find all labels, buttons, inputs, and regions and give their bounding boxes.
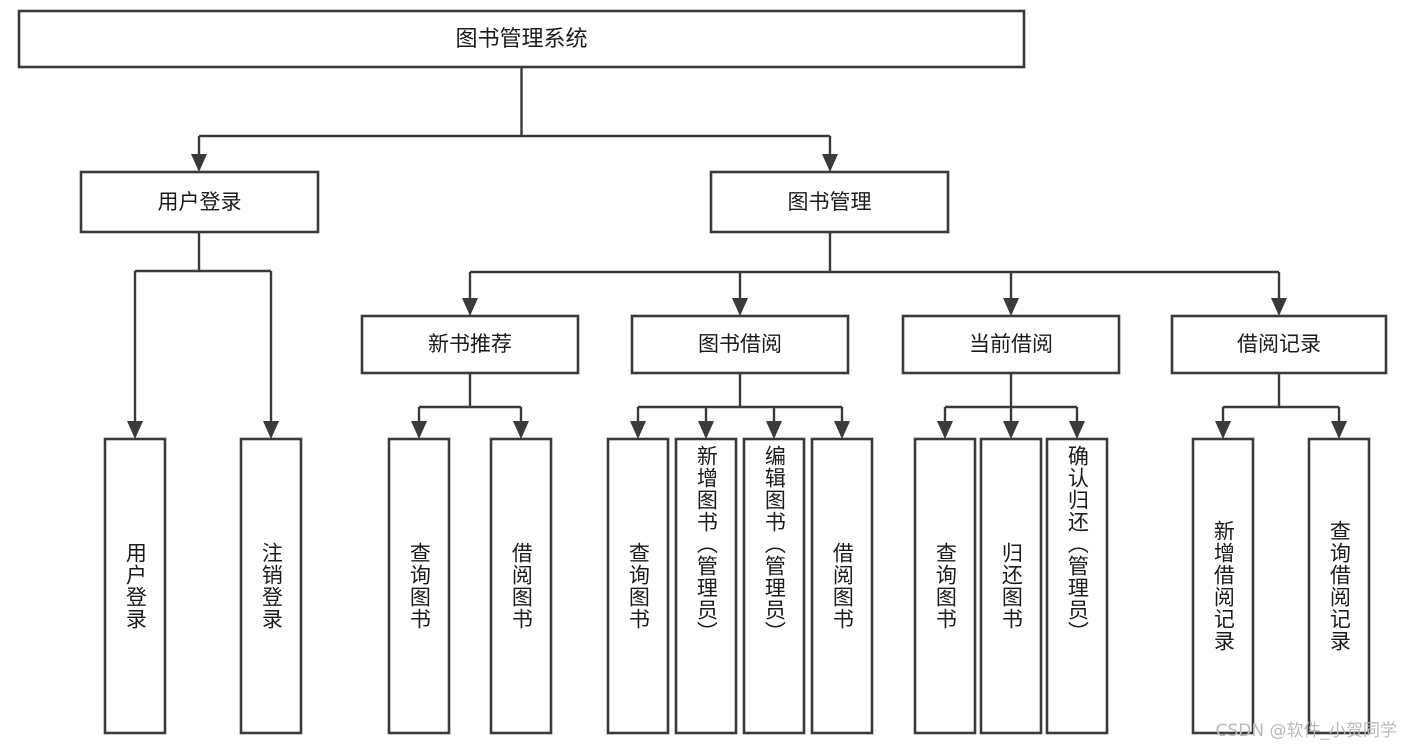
arrowhead-leaf-edit-book [766,421,782,439]
leaf-add-record-box[interactable] [1191,437,1255,735]
node-borrow-record-box[interactable] [1170,314,1388,375]
node-new-book-recommend[interactable]: 新书推荐 [360,314,580,375]
arrowhead-book-management [822,154,838,172]
node-root-label: 图书管理系统 [455,27,587,52]
leaf-borrow-book-1-box[interactable] [489,437,553,735]
arrowhead-leaf-borrow-book-2 [834,421,850,439]
node-current-borrow[interactable]: 当前借阅 [901,314,1121,375]
arrowhead-leaf-query-book-3 [937,421,953,439]
connector-layer [127,67,1347,439]
node-new-book-recommend-label: 新书推荐 [428,332,512,356]
arrowhead-leaf-confirm-return [1069,421,1085,439]
leaf-return-book-box[interactable] [979,437,1043,735]
node-user-login-label: 用户登录 [158,190,242,214]
node-book-management-box[interactable] [709,170,950,234]
arrowhead-book-borrow [732,298,748,316]
node-user-login-box[interactable] [79,170,320,234]
leaf-query-book-1-box[interactable] [387,437,451,735]
arrowhead-leaf-add-record [1215,421,1231,439]
leaf-layer [103,437,1371,735]
node-current-borrow-box[interactable] [901,314,1121,375]
node-user-login[interactable]: 用户登录 [79,170,320,234]
arrowhead-user-login [191,154,207,172]
leaf-query-book-2-box[interactable] [606,437,670,735]
node-new-book-recommend-box[interactable] [360,314,580,375]
leaf-edit-book-box[interactable] [742,437,806,735]
node-book-management[interactable]: 图书管理 [709,170,950,234]
arrowhead-leaf-borrow-book-1 [513,421,529,439]
arrowhead-leaf-return-book [1003,421,1019,439]
node-borrow-record-label: 借阅记录 [1237,332,1321,356]
leaf-query-book-3-box[interactable] [913,437,977,735]
node-book-management-label: 图书管理 [788,190,872,214]
node-root-box[interactable] [17,9,1026,69]
arrowhead-leaf-query-book-2 [630,421,646,439]
leaf-query-record-box[interactable] [1307,437,1371,735]
arrowhead-leaf-add-book [698,421,714,439]
node-book-borrow-label: 图书借阅 [698,332,782,356]
node-book-borrow[interactable]: 图书借阅 [630,314,850,375]
leaf-confirm-return-box[interactable] [1045,437,1109,735]
leaf-borrow-book-2-box[interactable] [810,437,874,735]
leaf-logout-login-box[interactable] [239,437,303,735]
arrowhead-borrow-record [1271,298,1287,316]
leaf-add-book-box[interactable] [674,437,738,735]
arrowhead-leaf-query-record [1331,421,1347,439]
arrowhead-current-borrow [1003,298,1019,316]
arrowhead-leaf-user-login [127,421,143,439]
node-book-borrow-box[interactable] [630,314,850,375]
arrowhead-leaf-logout-login [263,421,279,439]
node-root[interactable]: 图书管理系统 [17,9,1026,69]
arrowhead-leaf-query-book-1 [411,421,427,439]
arrowhead-new-book-recommend [462,298,478,316]
node-current-borrow-label: 当前借阅 [969,332,1053,356]
node-borrow-record[interactable]: 借阅记录 [1170,314,1388,375]
watermark: CSDN @软件_小贺同学 [1215,721,1397,741]
leaf-user-login-box[interactable] [103,437,167,735]
